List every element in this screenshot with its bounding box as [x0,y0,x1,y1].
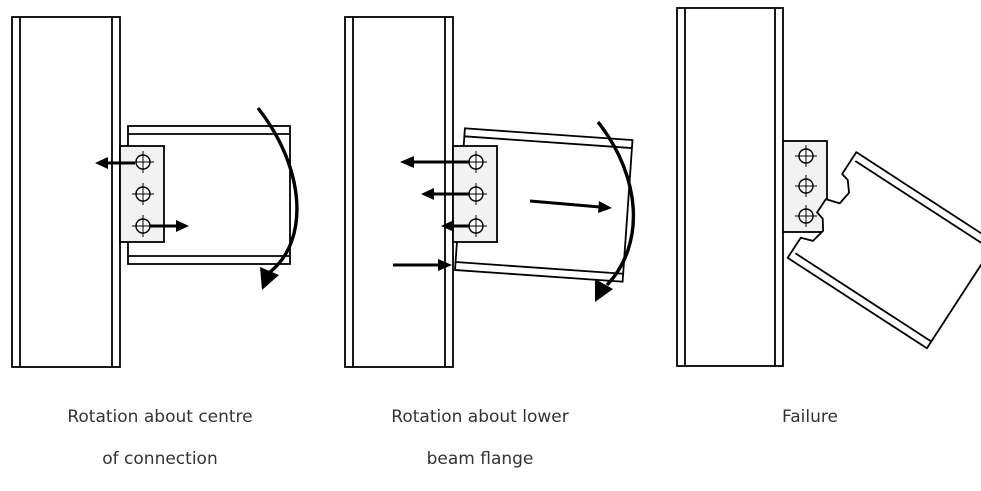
caption-line: of connection [102,449,218,469]
panel-1 [11,16,299,368]
connection-rotation-diagram [11,7,981,368]
caption-line: beam flange [426,449,534,469]
rotation-arrow-1 [256,106,299,290]
fin-plate-1 [119,145,165,243]
column-2 [344,16,454,368]
failed-beam-3 [786,151,981,350]
column-1 [11,16,121,368]
caption-line: Rotation about centre [67,407,253,427]
caption-line: Failure [782,407,838,427]
caption-panel-3: Failure [700,386,920,449]
force-arrows-1 [95,157,189,232]
fin-plate-3 [782,140,828,233]
caption-panel-1: Rotation about centre of connection [40,386,280,491]
caption-line: Rotation about lower [391,407,569,427]
rotation-arrow-2 [595,120,635,302]
beam-2 [454,127,634,283]
panel-3 [676,7,981,367]
panel-2 [344,16,635,368]
column-3 [676,7,784,367]
force-arrows-2 [393,156,612,271]
caption-panel-2: Rotation about lower beam flange [360,386,600,491]
